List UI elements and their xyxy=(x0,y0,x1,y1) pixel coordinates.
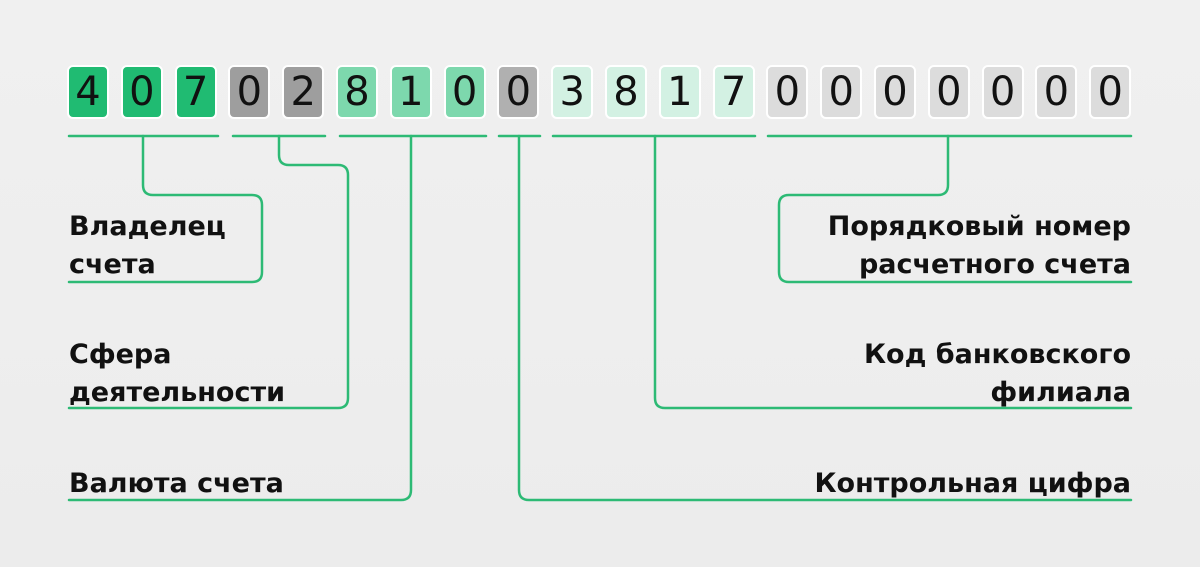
digit-activity: 2 xyxy=(282,65,325,119)
digit-serial: 0 xyxy=(981,65,1024,119)
digit-branch: 7 xyxy=(712,65,755,119)
label-owner-line1: Владелец xyxy=(69,211,226,242)
connector-check xyxy=(517,134,1133,502)
label-owner: Владелец счета xyxy=(69,208,226,284)
connector-serial xyxy=(777,134,1133,284)
digit-serial: 0 xyxy=(927,65,970,119)
label-currency: Валюта счета xyxy=(69,468,284,499)
digit-branch: 1 xyxy=(658,65,701,119)
digit-check: 0 xyxy=(497,65,540,119)
digit-serial: 0 xyxy=(766,65,809,119)
digit-owner: 0 xyxy=(120,65,163,119)
label-check: Контрольная цифра xyxy=(814,468,1131,499)
connector-activity xyxy=(67,134,350,410)
digit-currency: 1 xyxy=(389,65,432,119)
digit-serial: 0 xyxy=(1089,65,1132,119)
label-activity: Сфера деятельности xyxy=(69,336,285,412)
digit-currency: 0 xyxy=(443,65,486,119)
digit-branch: 3 xyxy=(551,65,594,119)
digit-activity: 0 xyxy=(228,65,271,119)
digit-serial: 0 xyxy=(874,65,916,119)
digit-serial: 0 xyxy=(820,65,863,119)
connector-owner xyxy=(67,134,264,284)
digit-currency: 8 xyxy=(336,65,378,119)
digit-owner: 4 xyxy=(67,65,109,119)
label-activity-line1: Сфера xyxy=(69,339,172,370)
label-branch-line2: филиала xyxy=(990,377,1131,408)
label-branch-line1: Код банковского xyxy=(863,339,1131,370)
digit-serial: 0 xyxy=(1035,65,1078,119)
label-serial-line2: расчетного счета xyxy=(858,249,1131,280)
digit-branch: 8 xyxy=(605,65,647,119)
label-branch: Код банковского филиала xyxy=(864,336,1131,412)
connector-currency xyxy=(67,134,413,502)
connector-branch xyxy=(653,134,1133,410)
label-activity-line2: деятельности xyxy=(69,377,286,408)
label-serial-line1: Порядковый номер xyxy=(827,211,1131,242)
digit-owner: 7 xyxy=(174,65,217,119)
label-owner-line2: счета xyxy=(69,249,156,280)
label-serial: Порядковый номер расчетного счета xyxy=(828,208,1131,284)
